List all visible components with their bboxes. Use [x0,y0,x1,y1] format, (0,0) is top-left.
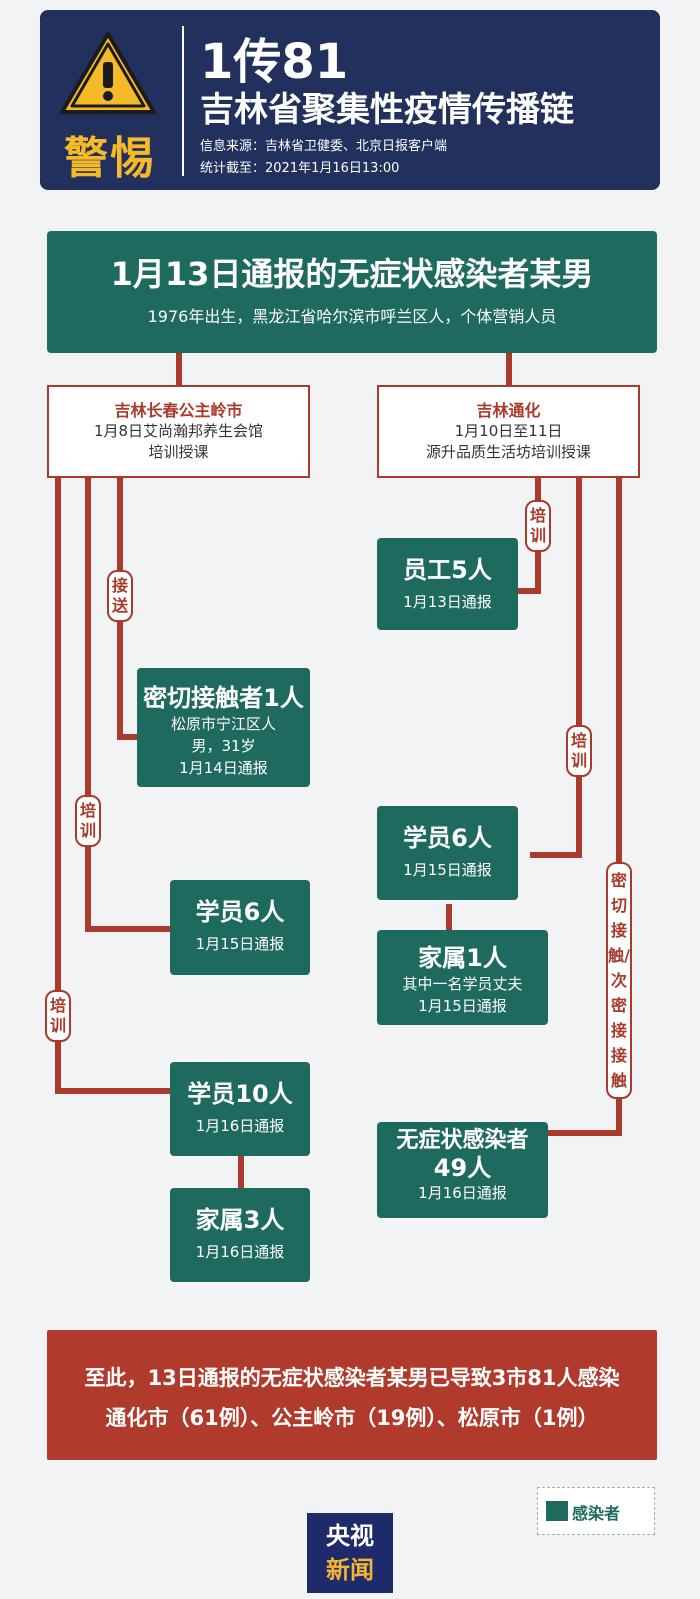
connector-line [446,904,452,934]
page-subtitle: 吉林省聚集性疫情传播链 [200,90,574,130]
node-close-contact-1: 密切接触者1人 松原市宁江区人 男，31岁 1月14日通报 [137,668,310,787]
location-gongzhuling: 吉林长春公主岭市 1月8日艾尚瀚邦养生会馆 培训授课 [47,385,310,478]
legend: 感染者 [537,1487,655,1535]
connector-line [55,478,61,1094]
connector-line [506,353,512,385]
cctv-news-logo: 央视 新闻 [307,1513,393,1593]
connector-line [176,353,182,385]
node-right-students-6: 学员6人 1月15日通报 [377,806,518,900]
source-text: 信息来源：吉林省卫健委、北京日报客户端 [200,139,448,154]
node-date: 1月16日通报 [195,1243,285,1261]
stat-time-text: 统计截至：2021年1月16日13:00 [200,161,400,176]
node-asymptomatic-49: 无症状感染者 49人 1月16日通报 [377,1122,548,1218]
node-students-10: 学员10人 1月16日通报 [170,1062,310,1156]
node-date: 1月13日通报 [403,593,492,611]
patient-zero-box: 1月13日通报的无症状感染者某男 1976年出生，黑龙江省哈尔滨市呼兰区人，个体… [47,231,657,353]
node-title: 学员10人 [187,1080,293,1108]
node-title: 家属1人 [418,944,507,972]
node-title: 密切接触者1人 [143,684,304,712]
label-training-staff: 培训 [525,500,551,552]
node-count: 49人 [433,1154,492,1182]
label-training-right: 培训 [566,725,592,777]
node-detail: 松原市宁江区人 [170,715,276,733]
node-family-3: 家属3人 1月16日通报 [170,1188,310,1282]
logo-line-1: 央视 [326,1522,374,1550]
legend-label: 感染者 [572,1504,621,1523]
header-divider [182,26,184,176]
connector-line [238,1156,244,1188]
page-title: 1传81 [200,34,349,90]
node-title: 员工5人 [403,556,492,584]
connector-line [616,478,622,1136]
summary-line-2: 通化市（61例）、公主岭市（19例）、松原市（1例） [105,1406,599,1430]
logo-line-2: 新闻 [326,1556,374,1584]
node-title: 家属3人 [195,1206,285,1234]
node-date: 1月15日通报 [403,861,492,879]
node-date: 1月16日通报 [418,1184,507,1202]
connector-line [85,926,170,932]
node-date: 1月14日通报 [179,759,268,777]
connector-line [518,588,541,594]
node-title: 学员6人 [195,898,285,926]
location-name: 吉林长春公主岭市 [114,401,243,420]
patient-title: 1月13日通报的无症状感染者某男 [110,255,594,293]
patient-description: 1976年出生，黑龙江省哈尔滨市呼兰区人，个体营销人员 [147,307,557,326]
location-tonghua: 吉林通化 1月10日至11日 源升品质生活坊培训授课 [377,385,640,478]
summary-line-1: 至此，13日通报的无症状感染者某男已导致3市81人感染 [84,1366,620,1390]
node-title: 学员6人 [403,824,492,852]
connector-line [85,478,91,932]
node-date: 1月15日通报 [418,997,507,1015]
label-close-contact: 密切接触/次密接接触 [606,862,632,1099]
connector-line [117,734,137,740]
label-training-left-outer: 培训 [45,990,71,1042]
legend-swatch [546,1501,568,1521]
node-detail: 男，31岁 [191,737,256,755]
node-staff-5: 员工5人 1月13日通报 [377,538,518,630]
connector-line [548,1130,622,1136]
location-activity: 源升品质生活坊培训授课 [425,443,591,461]
node-left-students-6: 学员6人 1月15日通报 [170,880,310,975]
location-detail: 1月8日艾尚瀚邦养生会馆 [93,422,264,440]
label-pickup: 接送 [107,570,133,622]
node-family-1: 家属1人 其中一名学员丈夫 1月15日通报 [377,930,548,1025]
label-training-left: 培训 [75,795,101,847]
node-date: 1月16日通报 [195,1117,285,1135]
connector-line [530,852,582,858]
connector-line [55,1088,170,1094]
warning-icon [60,32,156,114]
node-detail: 其中一名学员丈夫 [402,975,523,993]
warning-label: 警惕 [64,133,156,184]
connector-line [576,478,582,858]
location-name: 吉林通化 [476,401,541,420]
node-title: 无症状感染者 [396,1128,529,1153]
summary-box: 至此，13日通报的无症状感染者某男已导致3市81人感染 通化市（61例）、公主岭… [47,1330,657,1460]
location-activity: 培训授课 [148,443,209,461]
location-detail: 1月10日至11日 [454,422,563,440]
node-date: 1月15日通报 [195,935,285,953]
